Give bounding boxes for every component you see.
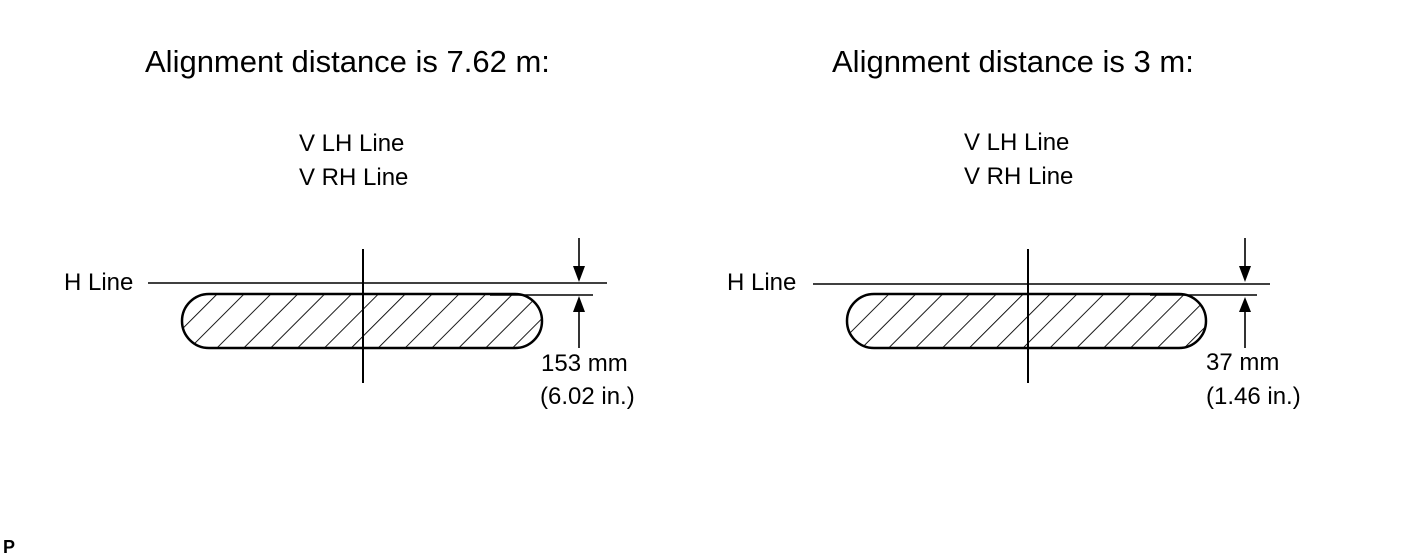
corner-mark: P xyxy=(3,537,16,557)
left-v-lh-label: V LH Line xyxy=(299,130,405,157)
right-alignment-figure xyxy=(813,238,1270,383)
left-dimension-arrow-top xyxy=(573,238,585,282)
right-v-rh-label: V RH Line xyxy=(964,163,1074,190)
left-measurement-mm: 153 mm xyxy=(541,350,628,377)
left-alignment-figure xyxy=(148,238,607,383)
right-v-lh-label: V LH Line xyxy=(964,129,1070,156)
right-measurement-mm: 37 mm xyxy=(1206,349,1280,376)
left-measurement-in: (6.02 in.) xyxy=(540,383,635,410)
right-panel-title: Alignment distance is 3 m: xyxy=(832,44,1194,79)
right-beam-pattern xyxy=(845,292,1208,350)
right-h-line-label: H Line xyxy=(727,269,797,296)
left-dimension-arrow-bottom xyxy=(573,296,585,348)
right-dimension-arrow-bottom xyxy=(1239,297,1251,348)
left-h-line-label: H Line xyxy=(64,269,134,296)
left-panel-title: Alignment distance is 7.62 m: xyxy=(145,44,550,79)
left-v-rh-label: V RH Line xyxy=(299,164,409,191)
right-dimension-arrow-top xyxy=(1239,238,1251,282)
right-measurement-in: (1.46 in.) xyxy=(1206,383,1301,410)
